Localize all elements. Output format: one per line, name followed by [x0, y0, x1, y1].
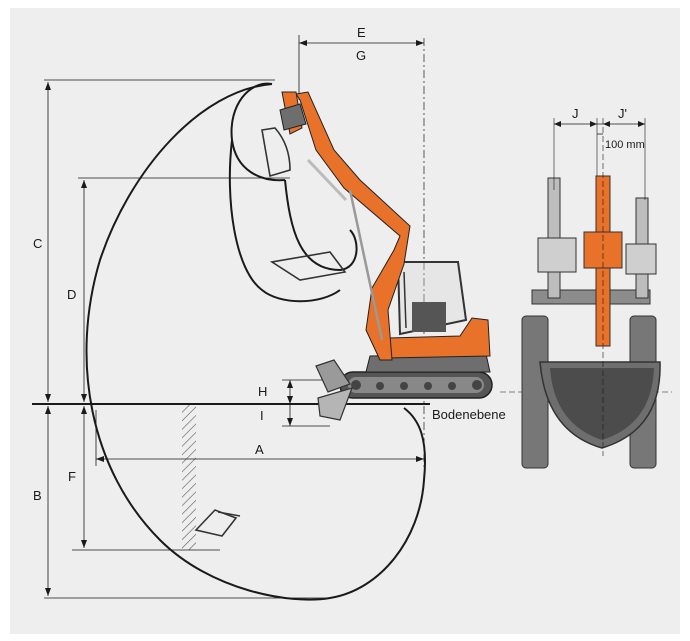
- bucket-mid: [269, 251, 347, 281]
- excavator-side-view: [279, 91, 493, 421]
- dimension-E-label: E: [357, 25, 366, 40]
- dimension-G-label: G: [356, 48, 366, 63]
- inner-arc-1: [230, 82, 286, 182]
- inner-arc-3: [228, 139, 341, 303]
- dimension-H-label: H: [258, 384, 267, 399]
- bucket-top: [261, 127, 291, 178]
- inner-arc-2: [284, 179, 358, 272]
- dimension-I-label: I: [260, 408, 264, 423]
- reach-envelope: [85, 83, 426, 601]
- dimension-D-label: D: [67, 287, 76, 302]
- dimension-F-label: F: [68, 469, 76, 484]
- dimension-B-label: B: [33, 488, 42, 503]
- ground-level-label: Bodenebene: [432, 407, 506, 422]
- dimension-J-label: J: [572, 106, 579, 121]
- dimension-C-label: C: [33, 236, 42, 251]
- excavator-front-view: [521, 118, 661, 469]
- offset-100mm-label: 100 mm: [605, 139, 645, 151]
- dimension-A-label: A: [255, 442, 264, 457]
- trench-hatch: [182, 405, 196, 550]
- diagram-panel: [10, 8, 680, 634]
- dimension-J-prime-label: J': [618, 106, 627, 121]
- bucket-deep: [194, 509, 241, 537]
